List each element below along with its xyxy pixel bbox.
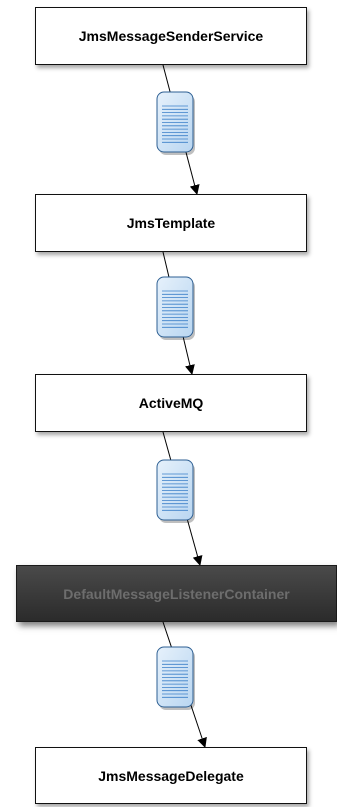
document-icon [156, 459, 195, 523]
node-label: JmsMessageSenderService [78, 28, 264, 44]
node-label: JmsMessageDelegate [98, 767, 244, 784]
node-jms-message-sender-service: JmsMessageSenderService [35, 7, 307, 65]
node-label: ActiveMQ [138, 395, 204, 411]
node-jms-message-delegate: JmsMessageDelegate [35, 747, 307, 804]
node-jms-template: JmsTemplate [35, 194, 307, 252]
document-icon [156, 276, 195, 340]
node-label: JmsTemplate [126, 215, 216, 231]
document-icon [156, 646, 195, 710]
node-activemq: ActiveMQ [35, 374, 307, 432]
document-icon [156, 91, 195, 155]
node-default-message-listener-container: DefaultMessageListenerContainer [16, 565, 337, 622]
node-label: DefaultMessageListenerContainer [63, 585, 290, 602]
